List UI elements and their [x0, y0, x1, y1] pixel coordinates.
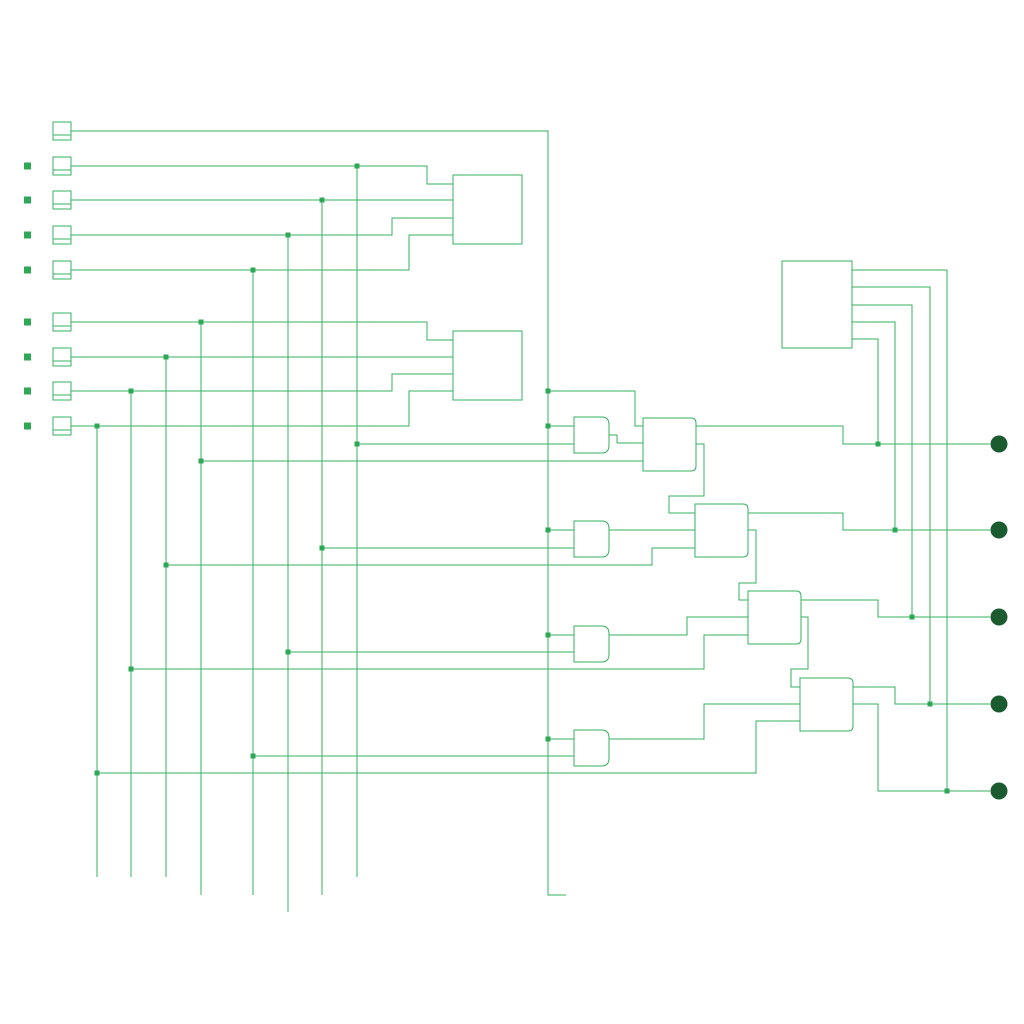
wire [696, 425, 990, 445]
junction-dot [944, 788, 950, 794]
junction-dot [285, 232, 291, 238]
junction-dot [163, 562, 169, 568]
wire [801, 599, 990, 618]
output-led [990, 608, 1008, 626]
input-pin [52, 121, 72, 141]
pin-marker [24, 387, 31, 395]
junction-dot [128, 666, 134, 672]
output-led [990, 435, 1008, 453]
pin-marker [24, 162, 31, 170]
wire [71, 234, 453, 271]
full-adder [694, 503, 749, 558]
wire [97, 720, 800, 774]
input-pin [52, 312, 72, 332]
input-pin [52, 156, 72, 176]
pin-marker [24, 196, 31, 204]
wire [609, 434, 643, 444]
junction-dot [250, 753, 256, 759]
wire [852, 269, 948, 791]
junction-dot [545, 632, 551, 638]
wire [131, 634, 748, 670]
full-adder [799, 677, 854, 732]
junction-dot [285, 649, 291, 655]
junction-dot [198, 458, 204, 464]
junction-dot [909, 614, 915, 620]
wire [852, 321, 896, 530]
junction-dot [545, 423, 551, 429]
junction-layer [24, 162, 950, 794]
wire [853, 703, 990, 792]
wire [738, 529, 757, 601]
output-led [990, 695, 1008, 713]
wire [609, 703, 800, 740]
wire [852, 304, 913, 617]
pin-marker [24, 422, 31, 430]
input-pin [52, 225, 72, 245]
junction-dot [354, 441, 360, 447]
junction-dot [875, 441, 881, 447]
junction-dot [319, 197, 325, 203]
junction-dot [163, 354, 169, 360]
wire [71, 373, 453, 392]
and-gate [573, 625, 610, 663]
wire [790, 616, 809, 688]
block-upper [452, 174, 523, 245]
full-adder [642, 417, 697, 472]
wire [71, 217, 453, 236]
wire-layer [71, 130, 990, 912]
junction-dot [892, 527, 898, 533]
wire [71, 165, 453, 185]
junction-dot [250, 267, 256, 273]
junction-dot [319, 545, 325, 551]
block-right [781, 260, 853, 349]
junction-dot [354, 163, 360, 169]
and-gate [573, 729, 610, 767]
output-led [990, 521, 1008, 539]
wire [853, 686, 990, 705]
pin-marker [24, 231, 31, 239]
input-pin [52, 347, 72, 367]
wire [548, 390, 643, 427]
pin-marker [24, 318, 31, 326]
wire [71, 390, 453, 427]
wire [852, 338, 879, 444]
input-pin [52, 190, 72, 210]
and-gate [573, 520, 610, 558]
wire [668, 443, 705, 514]
wire [71, 321, 453, 341]
wire [609, 616, 748, 636]
block-lower [452, 330, 523, 401]
full-adder [747, 590, 802, 645]
junction-dot [545, 388, 551, 394]
junction-dot [94, 423, 100, 429]
wire [166, 547, 695, 566]
component-layer [52, 121, 1008, 800]
junction-dot [94, 770, 100, 776]
junction-dot [198, 319, 204, 325]
select-bus-wire [71, 130, 566, 896]
pin-marker [24, 266, 31, 274]
and-gate [573, 416, 610, 454]
junction-dot [927, 701, 933, 707]
output-led [990, 782, 1008, 800]
input-pin [52, 260, 72, 280]
input-pin [52, 416, 72, 436]
input-pin [52, 381, 72, 401]
wire [748, 512, 990, 531]
wire [852, 286, 931, 704]
junction-dot [545, 527, 551, 533]
junction-dot [128, 388, 134, 394]
pin-marker [24, 353, 31, 361]
junction-dot [545, 736, 551, 742]
